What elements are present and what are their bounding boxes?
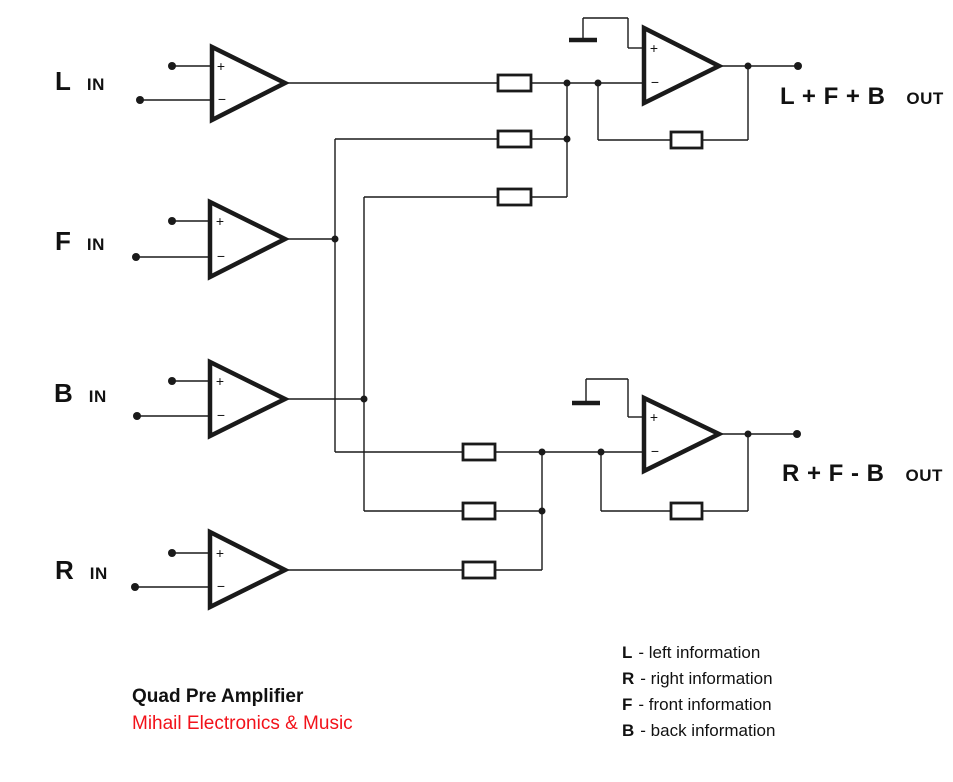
out-suffix: OUT — [905, 466, 943, 485]
legend-letter: L — [622, 643, 633, 662]
legend-letter: R — [622, 669, 635, 688]
terminal-dot — [133, 412, 141, 420]
signal-letter: L — [55, 66, 71, 96]
opamp-triangle — [207, 358, 291, 440]
opamp-triangle — [641, 394, 725, 475]
legend-text: - right information — [640, 669, 773, 688]
minus-sign: − — [217, 578, 225, 594]
output-label-rfb: R + F - B OUT — [782, 462, 943, 486]
rfb-output-amp: + − — [572, 378, 801, 521]
ground-symbol — [572, 379, 600, 406]
terminal-dot — [168, 217, 176, 225]
legend-item: L - left information — [622, 640, 775, 666]
plus-sign: + — [216, 545, 224, 561]
in-suffix: IN — [86, 235, 105, 254]
legend-letter: F — [622, 695, 633, 714]
terminal-dot — [793, 430, 801, 438]
legend-text: - back information — [640, 721, 776, 740]
l-input-buffer: + − — [136, 43, 291, 124]
f-input-buffer: + − — [132, 198, 339, 281]
legend-item: F - front information — [622, 692, 775, 718]
sum-bus-top — [285, 73, 644, 207]
plus-sign: + — [650, 409, 658, 425]
opamp-triangle — [207, 198, 291, 281]
in-suffix: IN — [88, 387, 107, 406]
opamp-triangle — [207, 528, 291, 611]
terminal-dot — [131, 583, 139, 591]
in-suffix: IN — [86, 75, 105, 94]
plus-sign: + — [216, 373, 224, 389]
out-suffix: OUT — [906, 89, 944, 108]
legend-item: R - right information — [622, 666, 775, 692]
resistor — [461, 501, 497, 521]
plus-sign: + — [217, 58, 225, 74]
output-label-lfb: L + F + B OUT — [780, 85, 944, 109]
resistor — [496, 187, 533, 207]
terminal-dot — [794, 62, 802, 70]
signal-letter: B — [54, 378, 73, 408]
resistor — [496, 129, 533, 149]
junction-dot — [563, 79, 571, 87]
input-label-r: R IN — [55, 557, 108, 583]
opamp-triangle — [641, 24, 725, 107]
junction-dot — [538, 448, 546, 456]
terminal-dot — [132, 253, 140, 261]
sum-bus-bottom — [285, 442, 644, 580]
minus-sign: − — [217, 407, 225, 423]
junction-dot — [563, 135, 571, 143]
resistor — [496, 73, 533, 93]
minus-sign: − — [651, 74, 659, 90]
legend: L - left information R - right informati… — [622, 640, 775, 744]
legend-item: B - back information — [622, 718, 775, 744]
in-suffix: IN — [89, 564, 108, 583]
input-label-f: F IN — [55, 228, 105, 254]
legend-text: - left information — [638, 643, 761, 662]
output-sum: L + F + B — [780, 83, 886, 110]
ground-symbol — [569, 18, 597, 43]
r-input-buffer: + − — [131, 528, 291, 611]
plus-sign: + — [216, 213, 224, 229]
minus-sign: − — [651, 443, 659, 459]
legend-text: - front information — [638, 695, 772, 714]
terminal-dot — [168, 377, 176, 385]
input-label-l: L IN — [55, 68, 105, 94]
b-input-buffer: + − — [133, 358, 368, 440]
resistor — [461, 442, 497, 462]
opamp-triangle — [209, 43, 291, 124]
feedback-loop — [600, 434, 749, 521]
resistor — [461, 560, 497, 580]
lfb-output-amp: + − — [569, 17, 802, 150]
terminal-dot — [136, 96, 144, 104]
minus-sign: − — [217, 248, 225, 264]
resistor — [669, 130, 704, 150]
signal-letter: R — [55, 555, 74, 585]
brand-name: Mihail Electronics & Music — [132, 713, 353, 734]
junction-dot — [538, 507, 546, 515]
feedback-loop — [597, 66, 749, 150]
legend-letter: B — [622, 721, 635, 740]
plus-sign: + — [650, 40, 658, 56]
signal-letter: F — [55, 226, 71, 256]
output-sum: R + F - B — [782, 460, 885, 487]
terminal-dot — [168, 62, 176, 70]
resistor — [669, 501, 704, 521]
minus-sign: − — [218, 91, 226, 107]
terminal-dot — [168, 549, 176, 557]
page-title: Quad Pre Amplifier — [132, 686, 304, 707]
input-label-b: B IN — [54, 380, 107, 406]
